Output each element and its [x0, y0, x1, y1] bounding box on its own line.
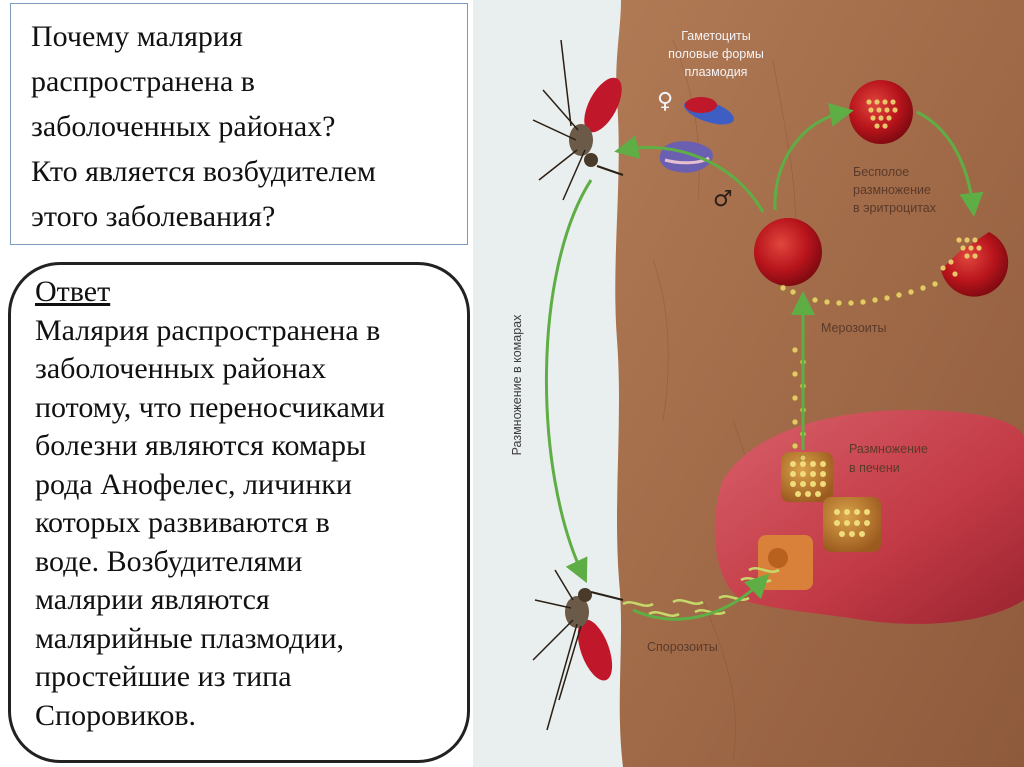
liver-reproduction-label: в печени	[849, 461, 900, 475]
gametocytes-label: Гаметоциты	[681, 29, 751, 43]
cycle-arrows	[614, 103, 984, 217]
gametocytes-label: плазмодия	[685, 65, 748, 79]
red-blood-cell	[849, 80, 913, 144]
answer-line: заболоченных районах	[35, 352, 327, 385]
liver-cell	[823, 497, 881, 552]
mosquito-reproduction-label: Размножение в комарах	[510, 314, 524, 456]
asexual-reproduction-label: размножение	[853, 183, 931, 197]
red-blood-cell	[940, 232, 1009, 297]
answer-line: малярийные плазмодии,	[35, 621, 345, 655]
liver-reproduction-label: Размножение	[849, 442, 928, 456]
merozoites-label: Мерозоиты	[821, 321, 887, 335]
asexual-reproduction-label: Бесполое	[853, 165, 909, 179]
question-line: заболоченных районах?	[31, 110, 336, 143]
answer-heading: Ответ	[35, 275, 111, 308]
mosquito-bottom	[532, 569, 624, 731]
answer-line: Споровиков.	[35, 698, 197, 732]
answer-line: потому, что переносчиками	[35, 390, 385, 424]
gametocytes-label: половые формы	[668, 47, 764, 61]
question-line: этого заболевания?	[31, 200, 276, 233]
question-line: Почему малярия	[31, 20, 243, 53]
answer-line: воде. Возбудителями	[35, 544, 303, 578]
mosquito-cycle-arrow	[544, 179, 593, 584]
female-gametocyte	[684, 97, 734, 125]
liver-cell	[758, 535, 813, 590]
malaria-life-cycle-diagram: Гаметоциты половые формы плазмодия ♀ ♂ Б…	[473, 0, 1024, 767]
red-blood-cell	[754, 218, 822, 286]
sporozoites-label: Спорозоиты	[647, 640, 718, 654]
question-line: Кто является возбудителем	[31, 155, 376, 188]
question-box: Почему малярия распространена в заболоче…	[10, 3, 468, 245]
answer-line: простейшие из типа	[35, 660, 292, 693]
answer-line: малярии являются	[35, 583, 270, 616]
answer-line: рода Анофелес, личинки	[35, 467, 352, 501]
female-symbol-icon: ♀	[657, 89, 673, 114]
asexual-reproduction-label: в эритроцитах	[853, 201, 937, 215]
liver-cell	[781, 452, 833, 502]
answer-line: которых развиваются в	[35, 506, 330, 539]
sporozoite-arrow	[632, 573, 770, 621]
answer-line: болезни являются комары	[35, 429, 367, 462]
mosquito-top	[532, 39, 624, 201]
diagram-canvas: Гаметоциты половые формы плазмодия ♀ ♂ Б…	[473, 0, 1024, 767]
question-line: распространена в	[31, 65, 255, 98]
answer-line: Малярия распространена в	[35, 313, 381, 347]
answer-box: Ответ Малярия распространена в заболочен…	[8, 262, 470, 763]
male-symbol-icon: ♂	[713, 187, 733, 212]
